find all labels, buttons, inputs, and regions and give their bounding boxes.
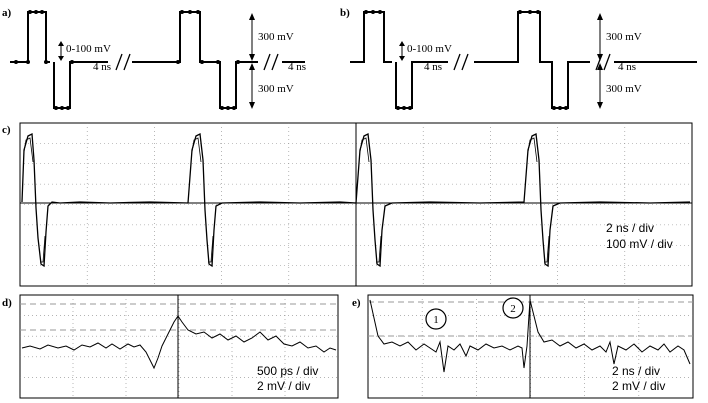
panel-e-marker-1 — [425, 308, 447, 330]
panel-b-label: b) — [340, 7, 350, 19]
panel-c-label: c) — [2, 124, 11, 136]
panel-a-amp-range: 0-100 mV — [66, 43, 111, 55]
panel-a: a) 0-100 mV 4 ns 4 ns 300 mV 300 mV — [2, 7, 306, 110]
panel-a-break-1 — [115, 53, 131, 71]
panel-b-vertex-dots — [364, 10, 568, 110]
panel-e-label: e) — [352, 297, 361, 309]
panel-b: b) 0-100 mV 4 ns 4 ns 300 mV 300 mV — [340, 7, 697, 110]
panel-a-delay-1: 4 ns — [93, 61, 111, 73]
panel-e-marker-1-label: 1 — [433, 314, 439, 326]
panel-d-label: d) — [2, 297, 12, 309]
panel-a-delay-2: 4 ns — [288, 61, 306, 73]
panel-b-up-amp: 300 mV — [606, 31, 642, 43]
panel-a-amp-arrow-heads — [58, 41, 64, 61]
panel-a-up-amp: 300 mV — [258, 31, 294, 43]
panel-a-vertex-dots — [14, 10, 240, 110]
panel-d: d) 500 ps / div 2 mV / div — [2, 294, 339, 399]
panel-e: e) 1 2 2 ns / div 2 mV / div — [352, 294, 694, 399]
panel-e-marker-2-label: 2 — [510, 303, 516, 315]
panel-e-trace — [369, 299, 691, 373]
panel-b-break-1 — [453, 53, 469, 71]
panel-b-amp-arrow-heads — [399, 41, 405, 61]
panel-e-vscale: 2 mV / div — [612, 379, 665, 393]
panel-a-label: a) — [2, 7, 12, 19]
panel-e-timebase: 2 ns / div — [612, 364, 660, 378]
panel-b-delay-1: 4 ns — [424, 61, 442, 73]
panel-d-trace — [21, 315, 337, 370]
panel-c-vscale: 100 mV / div — [606, 237, 673, 251]
panel-c-trace-echo — [23, 137, 550, 263]
panel-a-down-amp: 300 mV — [258, 83, 294, 95]
panel-c: c) 2 ns / div 100 mV / div — [2, 122, 693, 287]
panel-e-marker-2 — [502, 297, 524, 319]
panel-b-amp-range: 0-100 mV — [407, 43, 452, 55]
panel-d-timebase: 500 ps / div — [257, 364, 318, 378]
panel-b-delay-2: 4 ns — [618, 61, 636, 73]
panel-b-down-amp: 300 mV — [606, 83, 642, 95]
panel-d-grid — [20, 295, 338, 398]
panel-c-timebase: 2 ns / div — [606, 221, 654, 235]
panel-c-trace — [21, 132, 691, 268]
panel-d-vscale: 2 mV / div — [257, 379, 310, 393]
panel-a-break-2 — [263, 53, 279, 71]
